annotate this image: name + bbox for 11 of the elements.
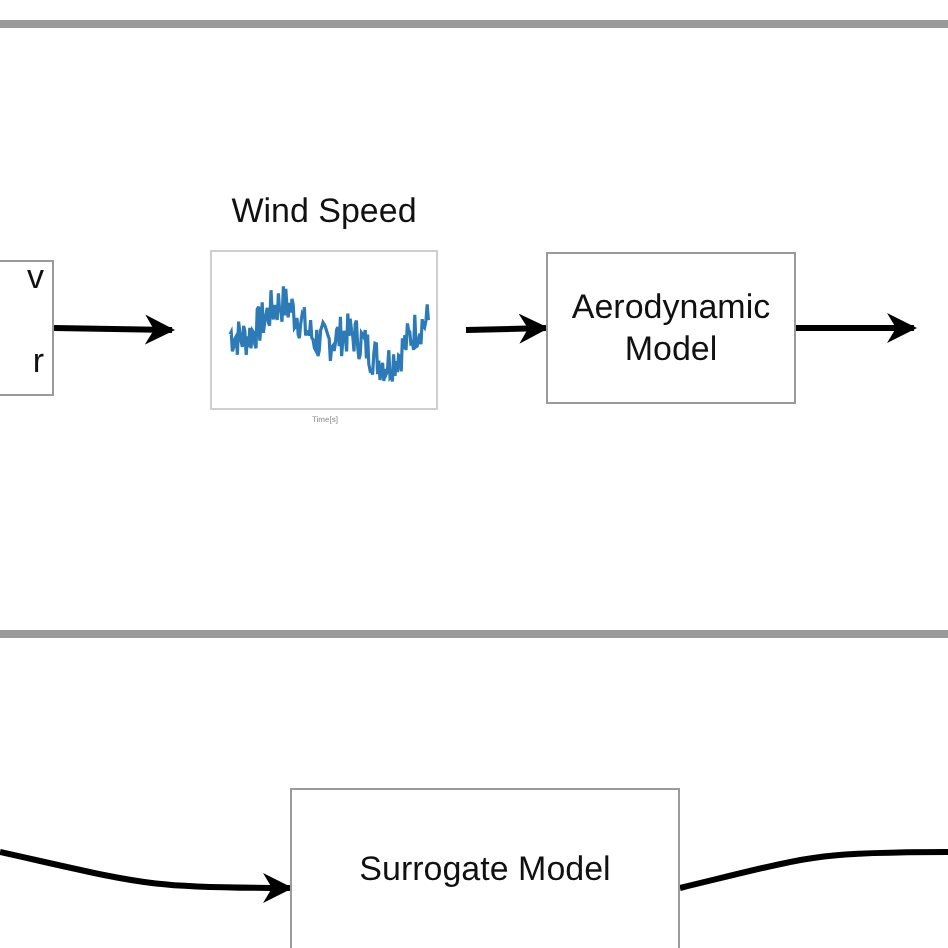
arrow — [0, 849, 293, 903]
process-box — [290, 788, 680, 948]
plot-title: Wind Speed — [231, 192, 417, 232]
process-box — [546, 252, 796, 404]
node-text: v — [27, 258, 44, 298]
node-text: Surrogate Model — [359, 847, 611, 889]
arrow — [465, 313, 549, 344]
node-text: Aerodynamic Model — [569, 286, 773, 370]
node-text: r — [32, 342, 44, 382]
arrow — [53, 314, 175, 345]
arrow — [796, 313, 917, 343]
